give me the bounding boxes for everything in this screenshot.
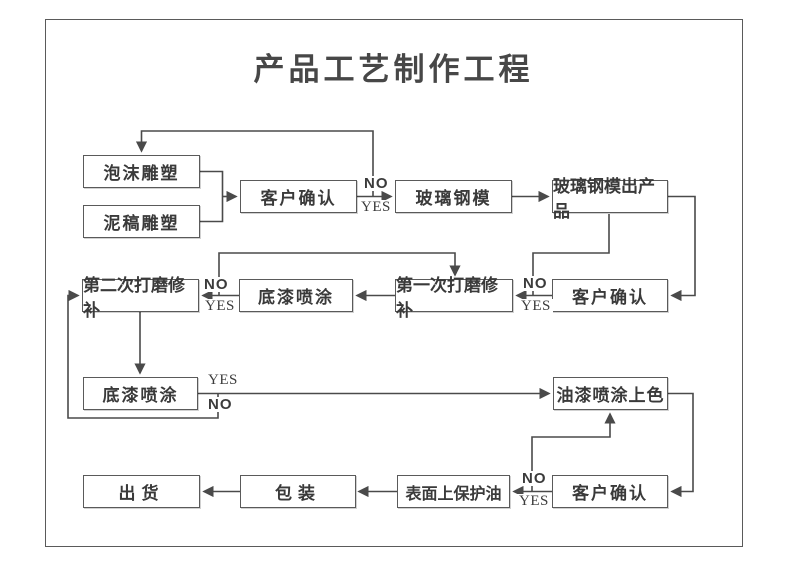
node-paint-coloring: 油漆喷涂上色 [553, 377, 668, 410]
decision3-yes-label: YES [519, 298, 553, 314]
decision5-yes-label: YES [517, 493, 551, 509]
decision1-no-label: NO [362, 175, 391, 192]
edge-primer1-no-loop-to-sanding1 [218, 252, 461, 296]
node-packing: 包装 [240, 475, 356, 508]
node-second-sanding-repair: 第二次打磨修补 [82, 276, 199, 320]
edge-confirm2-no-loop-to-product [532, 214, 610, 296]
node-primer-spray-2: 底漆喷涂 [83, 377, 198, 410]
edge-confirm1-no-loop-to-foam [135, 130, 374, 197]
node-customer-confirm-1: 客户确认 [240, 180, 357, 213]
node-mold-product: 玻璃钢模出产品 [552, 177, 668, 221]
node-primer-spray-1: 底漆喷涂 [239, 279, 353, 312]
decision4-yes-label: YES [206, 372, 240, 388]
decision1-yes-label: YES [359, 199, 393, 215]
edge-product-to-confirm2 [668, 195, 696, 302]
decision2-yes-label: YES [203, 298, 237, 314]
node-first-sanding-repair: 第一次打磨修补 [395, 276, 513, 320]
edge-paint-to-confirm3 [668, 392, 694, 498]
edge-merge-bracket [200, 170, 224, 223]
node-foam-sculpture: 泡沫雕塑 [83, 155, 200, 188]
node-fiberglass-mold: 玻璃钢模 [395, 180, 512, 213]
node-shipment: 出货 [83, 475, 200, 508]
node-clay-sculpture: 泥稿雕塑 [83, 205, 200, 238]
node-customer-confirm-3: 客户确认 [552, 475, 668, 508]
decision3-no-label: NO [521, 275, 550, 292]
edge-confirm3-no-loop-to-paint [531, 412, 616, 492]
decision2-no-label: NO [202, 276, 231, 293]
node-protective-oil: 表面上保护油 [397, 475, 510, 508]
node-customer-confirm-2: 客户确认 [552, 279, 668, 312]
diagram-frame [45, 19, 743, 547]
decision4-no-label: NO [206, 396, 235, 413]
page-title: 产品工艺制作工程 [253, 52, 534, 87]
decision5-no-label: NO [520, 470, 549, 487]
